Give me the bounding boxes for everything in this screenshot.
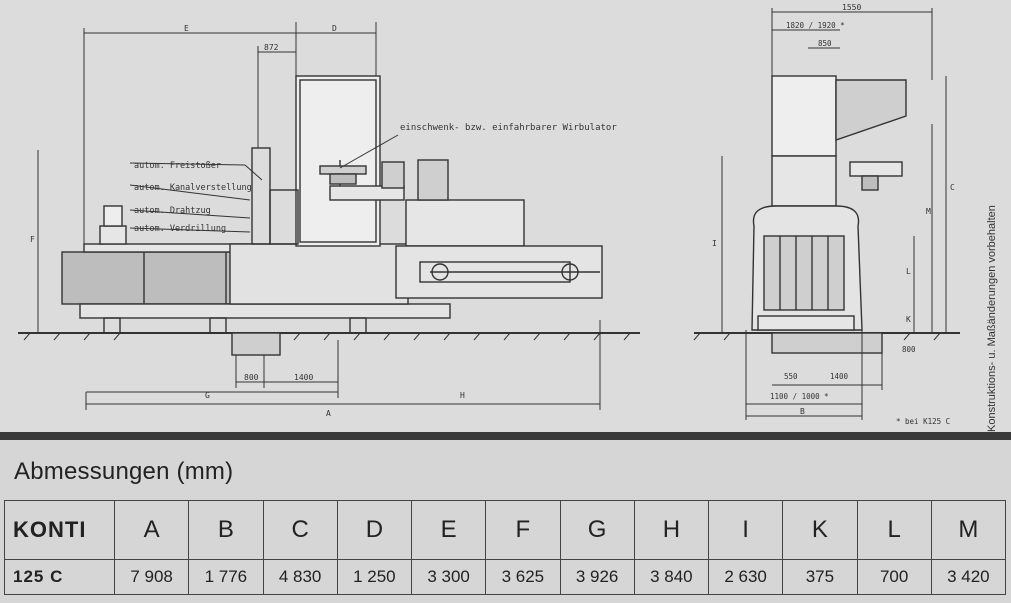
dimensions-table: KONTI A B C D E F G H I K L M 125 C 7 90… <box>4 500 1007 595</box>
row-cell-a: 7 908 <box>113 559 190 595</box>
dim-g-label: G <box>205 391 210 400</box>
row-cell-b: 1 776 <box>188 559 264 595</box>
row-cell-g: 3 926 <box>559 559 635 595</box>
dim-550-label: 550 <box>784 372 798 381</box>
row-cell-k: 375 <box>782 559 858 595</box>
dimensions-panel: Abmessungen (mm) KONTI A B C D E F G H I… <box>0 440 1011 603</box>
dim-k-label: K <box>906 315 911 324</box>
dim-c-label: C <box>950 183 955 192</box>
verdrillung-label: autom. Verdrillung <box>134 224 226 234</box>
header-cell-m: M <box>930 500 1007 560</box>
separator-bar <box>0 432 1011 440</box>
side-note: Konstruktions- u. Maßänderungen vorbehal… <box>986 205 998 432</box>
row-cell-l: 700 <box>856 559 932 595</box>
header-cell-k: K <box>782 500 858 560</box>
table-title: Abmessungen (mm) <box>14 458 234 485</box>
k125-note: * bei K125 C <box>896 417 950 426</box>
dim-b-label: B <box>800 407 805 416</box>
dim-e-label: E <box>184 24 189 33</box>
row-cell-e: 3 300 <box>410 559 487 595</box>
row-cell-d: 1 250 <box>336 559 413 595</box>
dim-1400-label: 1400 <box>294 373 313 382</box>
header-cell-g: G <box>559 500 635 560</box>
wirbulator-label: einschwenk- bzw. einfahrbarer Wirbulator <box>400 123 617 133</box>
dim-800-label: 800 <box>244 373 259 382</box>
side-view-labels: 1550 1820 / 1920 * 850 C M I L K 800 550… <box>712 3 955 426</box>
dim-f-label: F <box>30 235 35 244</box>
header-cell-f: F <box>485 500 561 560</box>
dim-850-label: 850 <box>818 39 832 48</box>
dim-872-label: 872 <box>264 43 279 52</box>
dim-800v-label: 800 <box>902 345 916 354</box>
header-cell-e: E <box>410 500 487 560</box>
drahtzug-label: autom. Drahtzug <box>134 206 211 216</box>
dim-1400s-label: 1400 <box>830 372 849 381</box>
dim-d-label: D <box>332 24 337 33</box>
row-cell-model: 125 C <box>4 559 115 595</box>
dim-i-label: I <box>712 239 717 248</box>
freistosser-label: autom. Freistoßer <box>134 161 221 171</box>
technical-drawing: einschwenk- bzw. einfahrbarer Wirbulator… <box>18 3 998 432</box>
header-cell-h: H <box>633 500 710 560</box>
header-cell-l: L <box>856 500 932 560</box>
header-cell-i: I <box>707 500 784 560</box>
dim-a-label: A <box>326 409 331 418</box>
header-cell-c: C <box>262 500 338 560</box>
table-row: 125 C 7 908 1 776 4 830 1 250 3 300 3 62… <box>4 559 1007 595</box>
front-view <box>18 22 640 410</box>
dim-1820-label: 1820 / 1920 * <box>786 21 845 30</box>
side-view <box>693 8 960 420</box>
dim-m-label: M <box>926 207 931 216</box>
table-header-row: KONTI A B C D E F G H I K L M <box>4 500 1007 560</box>
row-cell-f: 3 625 <box>485 559 561 595</box>
header-cell-b: B <box>188 500 264 560</box>
kanalverstellung-label: autom. Kanalverstellung <box>134 183 252 193</box>
row-cell-i: 2 630 <box>707 559 784 595</box>
dim-l-label: L <box>906 267 911 276</box>
dim-1550-label: 1550 <box>842 3 861 12</box>
header-cell-d: D <box>336 500 413 560</box>
dim-h-label: H <box>460 391 465 400</box>
row-cell-h: 3 840 <box>633 559 710 595</box>
machine-drawing-svg: einschwenk- bzw. einfahrbarer Wirbulator… <box>18 3 960 426</box>
dim-1100-label: 1100 / 1000 * <box>770 392 829 401</box>
header-cell-model: KONTI <box>4 500 115 560</box>
header-cell-a: A <box>113 500 190 560</box>
front-view-labels: einschwenk- bzw. einfahrbarer Wirbulator… <box>30 24 617 418</box>
row-cell-m: 3 420 <box>930 559 1007 595</box>
row-cell-c: 4 830 <box>262 559 338 595</box>
